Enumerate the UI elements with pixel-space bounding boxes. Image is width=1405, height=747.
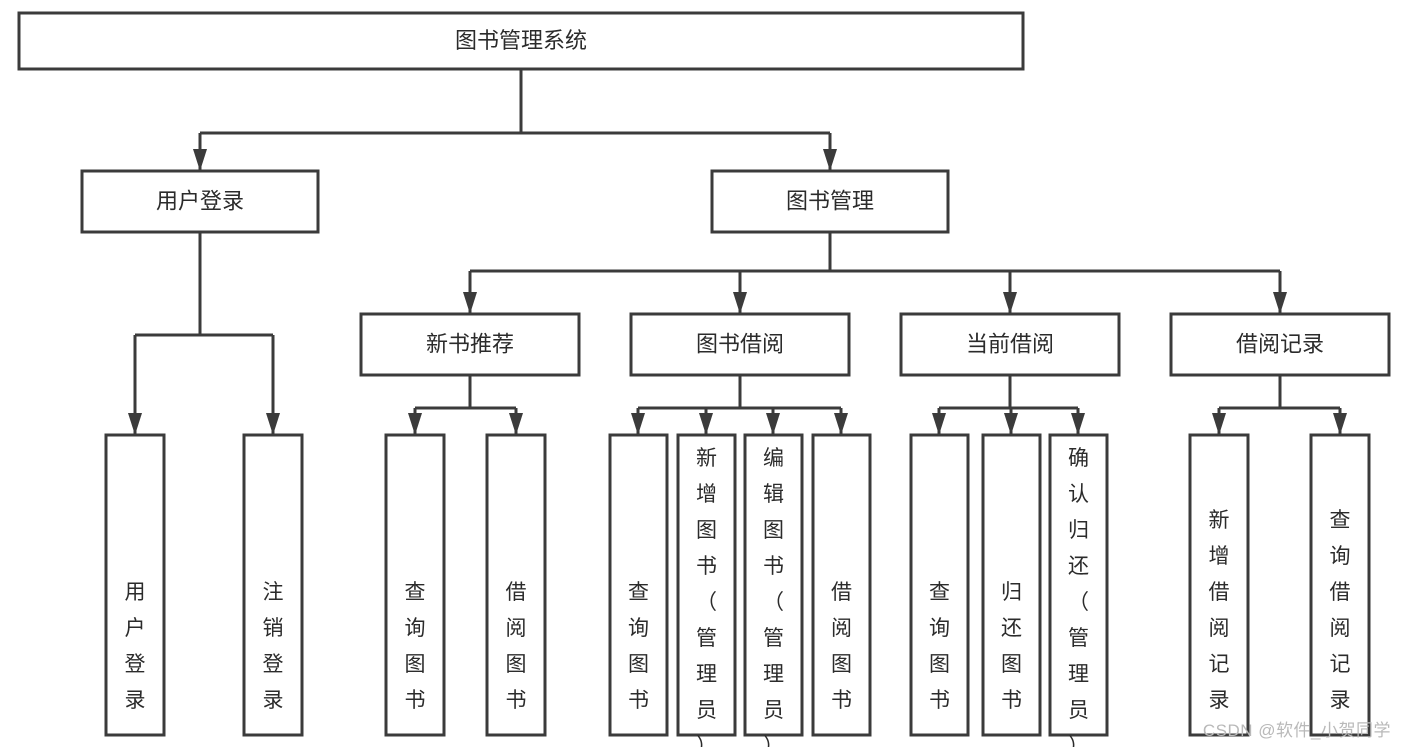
node-label-leaf-add-book-admin: 新增图书（管理员） [696,447,717,747]
node-label-root: 图书管理系统 [455,28,587,53]
node-book-management[interactable]: 图书管理 [710,169,950,234]
node-box-leaf-edit-book-admin[interactable] [743,433,804,737]
node-label-current-borrow: 当前借阅 [966,331,1054,356]
node-layer: 图书管理系统用户登录图书管理新书推荐图书借阅当前借阅借阅记录用户登录注销登录查询… [17,11,1391,747]
node-leaf-query-borrow-record[interactable]: 查询借阅记录 [1309,433,1371,737]
node-label-leaf-borrow-book: 借阅图书 [831,581,852,712]
arrow-head-icon [193,149,207,171]
arrow-head-icon [699,413,713,435]
node-book-borrow[interactable]: 图书借阅 [629,312,851,377]
arrow-head-icon [932,413,946,435]
node-box-leaf-query-book-borrow[interactable] [608,433,669,737]
node-label-leaf-return-book: 归还图书 [1001,581,1022,712]
node-leaf-add-borrow-record[interactable]: 新增借阅记录 [1188,433,1250,737]
arrow-head-icon [463,292,477,314]
node-leaf-confirm-return-admin[interactable]: 确认归还（管理员） [1048,433,1109,747]
arrow-head-icon [733,292,747,314]
arrow-head-icon [766,413,780,435]
node-box-book-borrow[interactable] [629,312,851,377]
node-label-borrow-record: 借阅记录 [1236,331,1324,356]
node-leaf-query-book-recommend[interactable]: 查询图书 [384,433,446,737]
node-box-leaf-add-book-admin[interactable] [676,433,737,737]
node-label-new-book-recommend: 新书推荐 [426,331,514,356]
conn-current-to-leaves [932,375,1085,435]
node-box-root[interactable] [17,11,1025,71]
node-new-book-recommend[interactable]: 新书推荐 [359,312,581,377]
node-label-leaf-query-book-current: 查询图书 [929,581,950,712]
node-leaf-logout[interactable]: 注销登录 [242,433,304,737]
node-box-user-login[interactable] [80,169,320,234]
node-root[interactable]: 图书管理系统 [17,11,1025,71]
node-label-leaf-add-borrow-record: 新增借阅记录 [1209,509,1230,712]
node-label-book-management: 图书管理 [786,188,874,213]
arrow-head-icon [266,413,280,435]
node-leaf-edit-book-admin[interactable]: 编辑图书（管理员） [743,433,804,747]
node-box-leaf-logout[interactable] [242,433,304,737]
node-box-book-management[interactable] [710,169,950,234]
node-box-leaf-return-book[interactable] [981,433,1042,737]
arrow-head-icon [408,413,422,435]
arrow-head-icon [509,413,523,435]
arrow-head-icon [1212,413,1226,435]
node-leaf-query-book-borrow[interactable]: 查询图书 [608,433,669,737]
node-label-leaf-query-book-recommend: 查询图书 [405,581,426,712]
arrow-head-icon [834,413,848,435]
node-box-leaf-confirm-return-admin[interactable] [1048,433,1109,737]
arrow-head-icon [631,413,645,435]
arrow-head-icon [1071,413,1085,435]
node-label-user-login: 用户登录 [156,188,244,213]
node-box-new-book-recommend[interactable] [359,312,581,377]
node-label-leaf-logout: 注销登录 [263,581,284,712]
conn-record-to-leaves [1212,375,1347,435]
node-label-leaf-confirm-return-admin: 确认归还（管理员） [1068,447,1089,747]
node-label-leaf-query-borrow-record: 查询借阅记录 [1330,509,1351,712]
node-user-login[interactable]: 用户登录 [80,169,320,234]
arrow-head-icon [823,149,837,171]
node-label-leaf-edit-book-admin: 编辑图书（管理员） [763,447,784,747]
watermark-text: CSDN @软件_小贺同学 [1202,721,1391,740]
node-box-leaf-query-borrow-record[interactable] [1309,433,1371,737]
conn-root-to-level2 [193,69,837,171]
node-leaf-return-book[interactable]: 归还图书 [981,433,1042,737]
arrow-head-icon [1004,413,1018,435]
node-box-leaf-query-book-recommend[interactable] [384,433,446,737]
node-box-leaf-borrow-book[interactable] [811,433,872,737]
node-label-book-borrow: 图书借阅 [696,331,784,356]
connector-layer [128,69,1347,435]
node-leaf-query-book-current[interactable]: 查询图书 [909,433,970,737]
node-label-leaf-borrow-book-recommend: 借阅图书 [506,581,527,712]
node-label-leaf-query-book-borrow: 查询图书 [628,581,649,712]
conn-recommend-to-leaves [408,375,523,435]
arrow-head-icon [1273,292,1287,314]
node-label-leaf-user-login: 用户登录 [125,581,146,712]
node-leaf-borrow-book[interactable]: 借阅图书 [811,433,872,737]
node-box-borrow-record[interactable] [1169,312,1391,377]
node-box-leaf-add-borrow-record[interactable] [1188,433,1250,737]
node-leaf-add-book-admin[interactable]: 新增图书（管理员） [676,433,737,747]
node-box-leaf-user-login[interactable] [104,433,166,737]
conn-borrow-to-leaves [631,375,848,435]
node-box-current-borrow[interactable] [899,312,1121,377]
conn-bookmgmt-to-level3 [463,232,1287,314]
node-leaf-user-login[interactable]: 用户登录 [104,433,166,737]
node-current-borrow[interactable]: 当前借阅 [899,312,1121,377]
conn-userlogin-to-leaves [128,232,280,435]
arrow-head-icon [1333,413,1347,435]
arrow-head-icon [1003,292,1017,314]
arrow-head-icon [128,413,142,435]
node-leaf-borrow-book-recommend[interactable]: 借阅图书 [485,433,547,737]
node-box-leaf-query-book-current[interactable] [909,433,970,737]
node-borrow-record[interactable]: 借阅记录 [1169,312,1391,377]
node-box-leaf-borrow-book-recommend[interactable] [485,433,547,737]
